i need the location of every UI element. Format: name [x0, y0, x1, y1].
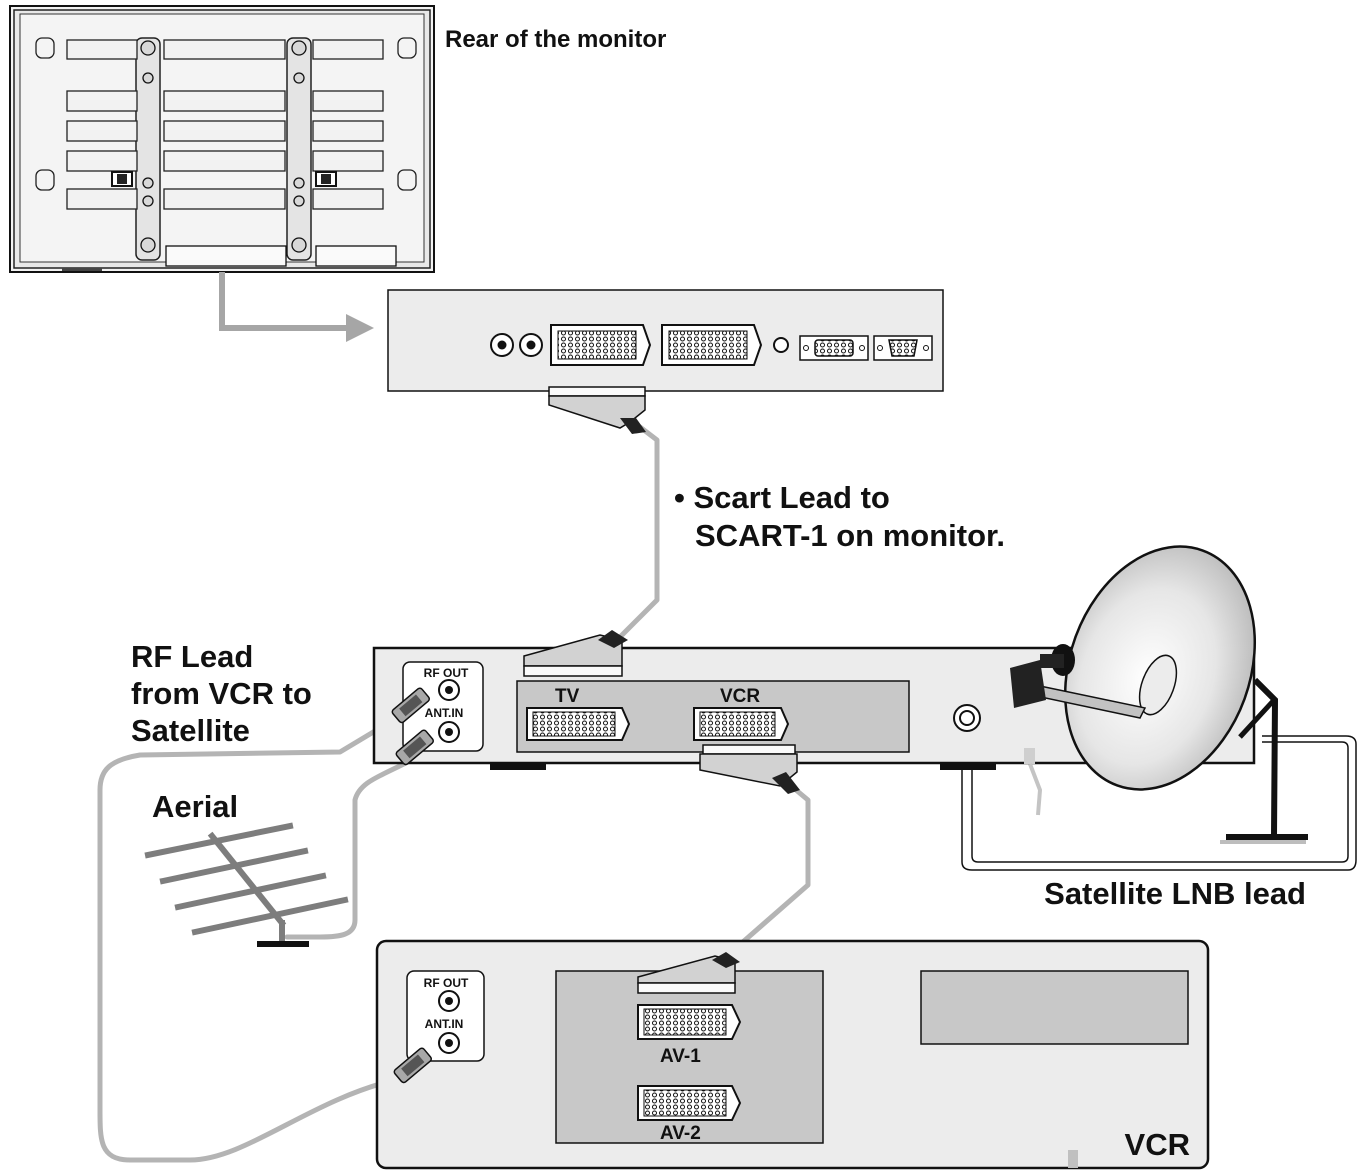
aerial-antenna [144, 822, 349, 947]
aerial-label: Aerial [152, 789, 238, 824]
aerial-cable [284, 755, 418, 940]
vcr-av1-label: AV-1 [660, 1046, 701, 1067]
scart-cable-vcr [725, 782, 811, 958]
vcr-title: VCR [1125, 1127, 1190, 1162]
dvi-socket [799, 335, 869, 361]
vcr-rf-out-label: RF OUT [424, 976, 469, 990]
scart-cable-monitor [612, 424, 660, 645]
scart-2-socket [661, 324, 763, 366]
rf-lead-label-line3: Satellite [131, 713, 250, 748]
scart-plug-vcr-av1 [637, 952, 740, 994]
vga-socket [873, 335, 933, 361]
vcr: RF OUT ANT.IN AV-1 AV-2 VCR [375, 939, 1210, 1170]
rf-lead-label-line2: from VCR to [131, 676, 312, 711]
rf-plug-receiver-out [391, 687, 430, 724]
receiver-vcr-label: VCR [720, 686, 760, 707]
rf-cable-vcr-to-satellite [97, 713, 403, 1163]
audio-jack-2 [519, 333, 543, 357]
rf-lead-label-line1: RF Lead [131, 639, 253, 674]
receiver-rf-panel: RF OUT ANT.IN [402, 661, 484, 752]
vcr-av1-scart [637, 1004, 742, 1040]
vcr-rf-panel: RF OUT ANT.IN [406, 970, 485, 1062]
vcr-ant-in-label: ANT.IN [425, 1017, 464, 1031]
receiver-tv-label: TV [555, 686, 580, 707]
rf-plug-receiver-in [395, 729, 434, 766]
rf-plug-vcr-out [393, 1047, 432, 1084]
zoom-arrow [219, 272, 374, 342]
receiver-vcr-scart [693, 707, 790, 741]
vcr-av2-scart [637, 1085, 742, 1121]
vcr-av2-label: AV-2 [660, 1123, 701, 1144]
scart-lead-label-line2: SCART-1 on monitor. [695, 518, 1005, 553]
scart-plug-receiver-vcr [699, 744, 800, 794]
monitor-rear [9, 5, 435, 273]
audio-jack-1 [490, 333, 514, 357]
scart-1-socket [550, 324, 652, 366]
lnb-cable [961, 722, 1357, 871]
receiver-tv-scart [526, 707, 631, 741]
satellite-dish [1010, 545, 1308, 844]
monitor-connector-panel [387, 289, 944, 392]
scart-lead-label-line1: • Scart Lead to [674, 480, 890, 515]
scart-plug-monitor [548, 386, 646, 434]
rear-monitor-label: Rear of the monitor [445, 26, 666, 53]
cables [97, 424, 811, 1163]
receiver-lnb-input [953, 704, 981, 732]
receiver-rf-out-label: RF OUT [424, 666, 469, 680]
scart-plug-receiver-tv [523, 630, 628, 677]
vcr-display-window [920, 970, 1189, 1045]
lnb-lead-label: Satellite LNB lead [1044, 876, 1306, 911]
receiver-ant-in-label: ANT.IN [425, 706, 464, 720]
coax-jack [773, 337, 789, 353]
